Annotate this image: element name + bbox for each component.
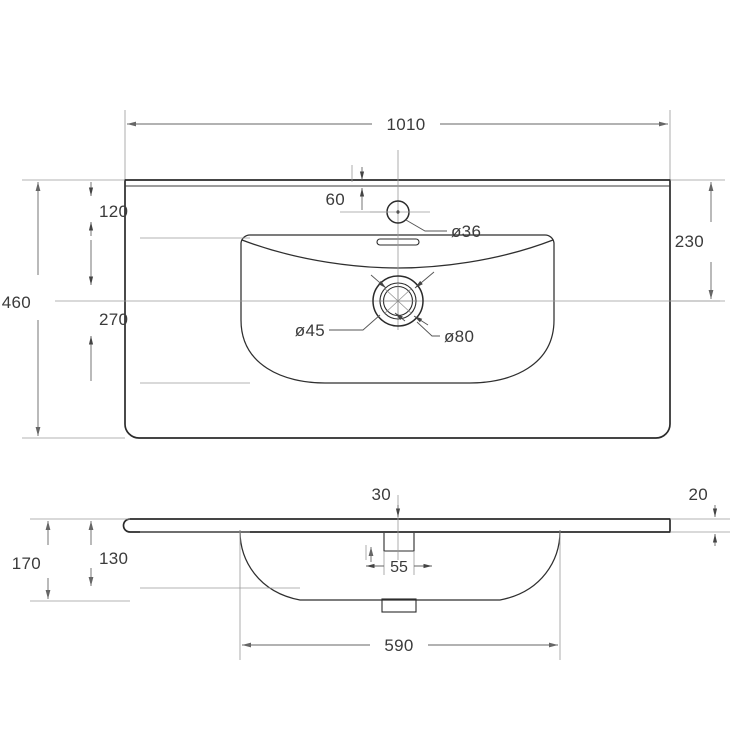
dim-label-dia80: ø80 bbox=[444, 327, 474, 346]
dim-label-30: 30 bbox=[371, 485, 391, 504]
leader-dia45: ø45 bbox=[295, 274, 406, 340]
dim-rim-thickness-20: 20 bbox=[688, 485, 718, 546]
dim-bowl-depth-270: 270 bbox=[88, 240, 128, 381]
dim-label-590: 590 bbox=[384, 636, 413, 655]
left-extension-lines-top bbox=[22, 179, 250, 439]
dim-label-20: 20 bbox=[688, 485, 708, 504]
bowl-outline-top bbox=[240, 234, 555, 384]
leader-dia36: ø36 bbox=[405, 219, 481, 241]
dim-faucet-offset-60: 60 bbox=[325, 165, 388, 213]
front-section-view-group: 30 55 170 bbox=[12, 485, 730, 660]
dim-overflow-from-top-30: 30 bbox=[371, 485, 401, 517]
dim-right-offset-230: 230 bbox=[675, 182, 714, 299]
bowl-profile-section bbox=[239, 530, 561, 601]
dim-label-130: 130 bbox=[99, 549, 128, 568]
rim-slab-section bbox=[122, 518, 671, 533]
dim-overall-depth-460: 460 bbox=[2, 182, 41, 436]
dim-bowl-height-130: 130 bbox=[88, 521, 128, 586]
dim-overall-width: 1010 bbox=[127, 115, 668, 134]
dim-label-170: 170 bbox=[12, 554, 41, 573]
right-extension-lines-top bbox=[670, 179, 725, 302]
bowl-inner-curve bbox=[241, 239, 554, 269]
dim-label-dia45: ø45 bbox=[295, 321, 325, 340]
dim-label-230: 230 bbox=[675, 232, 704, 251]
dim-label-460: 460 bbox=[2, 293, 31, 312]
left-extension-lines-section bbox=[30, 518, 300, 602]
drain-stub-section bbox=[381, 598, 417, 613]
dim-label-55: 55 bbox=[390, 559, 408, 576]
top-extension-lines bbox=[124, 110, 671, 190]
countertop-outline bbox=[124, 179, 671, 439]
dim-back-to-bowl-120: 120 bbox=[88, 182, 128, 236]
dim-label-dia36: ø36 bbox=[451, 222, 481, 241]
dim-overall-height-170: 170 bbox=[12, 521, 51, 599]
right-extension-lines-section bbox=[670, 518, 730, 533]
overflow-boss-section bbox=[383, 533, 415, 552]
dim-bowl-span-590: 590 bbox=[239, 531, 561, 660]
top-view-group: 1010 ø36 bbox=[2, 110, 725, 439]
dim-label-120: 120 bbox=[99, 202, 128, 221]
dim-overflow-width-55: 55 bbox=[365, 545, 432, 576]
dim-label-1010: 1010 bbox=[386, 115, 425, 134]
dim-label-60: 60 bbox=[325, 190, 345, 209]
leader-dia80: ø80 bbox=[413, 271, 474, 346]
dim-label-270: 270 bbox=[99, 310, 128, 329]
